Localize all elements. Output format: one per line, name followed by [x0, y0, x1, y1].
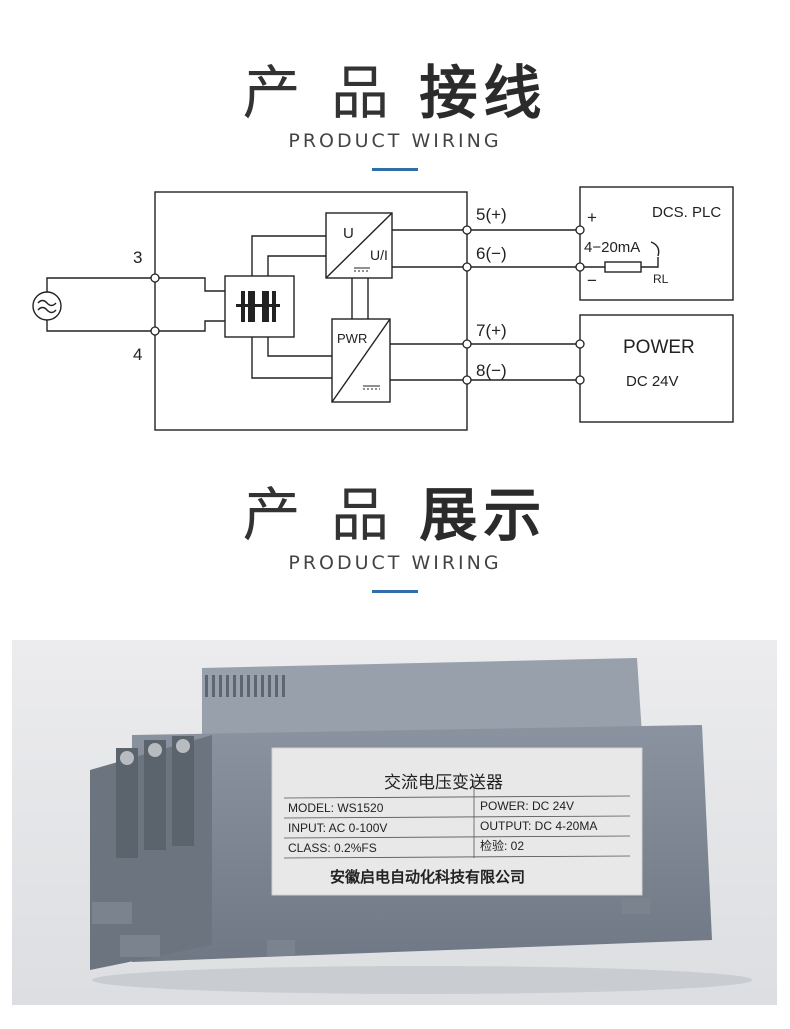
- dcs-plc-box: [579, 186, 734, 301]
- heading-bold: 接线: [419, 59, 548, 127]
- isolator-block: [224, 275, 295, 338]
- wiring-heading: 产 品 接线: [0, 60, 790, 126]
- label-class: CLASS: 0.2%FS: [288, 841, 377, 855]
- terminal-blocks: [116, 736, 194, 858]
- terminal-6-label: 6(−): [476, 244, 507, 263]
- terminal-7-dot: [462, 339, 472, 349]
- block-pwr-label: PWR: [337, 331, 367, 346]
- current-range-label: 4−20mA: [584, 239, 640, 256]
- display-section-title: 产 品 展示 PRODUCT WIRING: [0, 482, 790, 593]
- display-heading: 产 品 展示: [0, 482, 790, 548]
- terminal-4-label: 4: [133, 345, 142, 364]
- block-ui-label: U/I: [370, 247, 388, 263]
- power-block: [331, 318, 391, 403]
- current-arrow-icon: [650, 241, 660, 257]
- power-label: POWER: [623, 337, 695, 358]
- wiring-section-title: 产 品 接线 PRODUCT WIRING: [0, 60, 790, 171]
- accent-divider: [372, 168, 418, 171]
- terminal-5-label: 5(+): [476, 205, 507, 224]
- dc24v-label: DC 24V: [626, 373, 679, 390]
- plus-sign: +: [587, 208, 597, 227]
- display-subtitle: PRODUCT WIRING: [288, 552, 502, 574]
- load-resistor: [604, 261, 642, 273]
- heading-bold: 展示: [419, 481, 548, 549]
- label-inspection: 检验: 02: [480, 838, 524, 853]
- product-label: [271, 747, 643, 896]
- wiring-diagram: 3 4 U U/I PWR 5(+) 6(−) 7(+) 8(−) + − DC…: [32, 186, 734, 431]
- terminal-3-label: 3: [133, 248, 142, 267]
- accent-divider: [372, 590, 418, 593]
- ac-source-symbol: [32, 291, 62, 321]
- terminal-6-dot: [462, 262, 472, 272]
- heading-light: 产 品: [242, 59, 395, 127]
- ac-wave-icon: [37, 299, 57, 314]
- label-power: POWER: DC 24V: [480, 799, 574, 813]
- wiring-subtitle: PRODUCT WIRING: [288, 130, 502, 152]
- terminal-4-dot: [150, 326, 160, 336]
- terminal-8-dot: [462, 375, 472, 385]
- power-supply-box: [579, 314, 734, 423]
- transmitter-frame: [154, 191, 468, 431]
- terminal-5-dot: [462, 225, 472, 235]
- terminal-7-label: 7(+): [476, 321, 507, 340]
- terminal-3-dot: [150, 273, 160, 283]
- label-input: INPUT: AC 0-100V: [288, 821, 387, 835]
- product-photo: 交流电压变送器 MODEL: WS1520 POWER: DC 24V INPU…: [12, 640, 777, 1005]
- terminal-8-label: 8(−): [476, 361, 507, 380]
- label-model: MODEL: WS1520: [288, 801, 384, 815]
- block-u-label: U: [343, 225, 354, 242]
- rl-label: RL: [653, 272, 669, 286]
- label-title: 交流电压变送器: [384, 773, 503, 792]
- ui-converter-block: [325, 212, 393, 279]
- minus-sign: −: [587, 271, 597, 290]
- dcs-plc-label: DCS. PLC: [652, 204, 721, 221]
- heading-light: 产 品: [242, 481, 395, 549]
- label-company: 安徽启电自动化科技有限公司: [330, 868, 525, 886]
- label-output: OUTPUT: DC 4-20MA: [480, 819, 597, 833]
